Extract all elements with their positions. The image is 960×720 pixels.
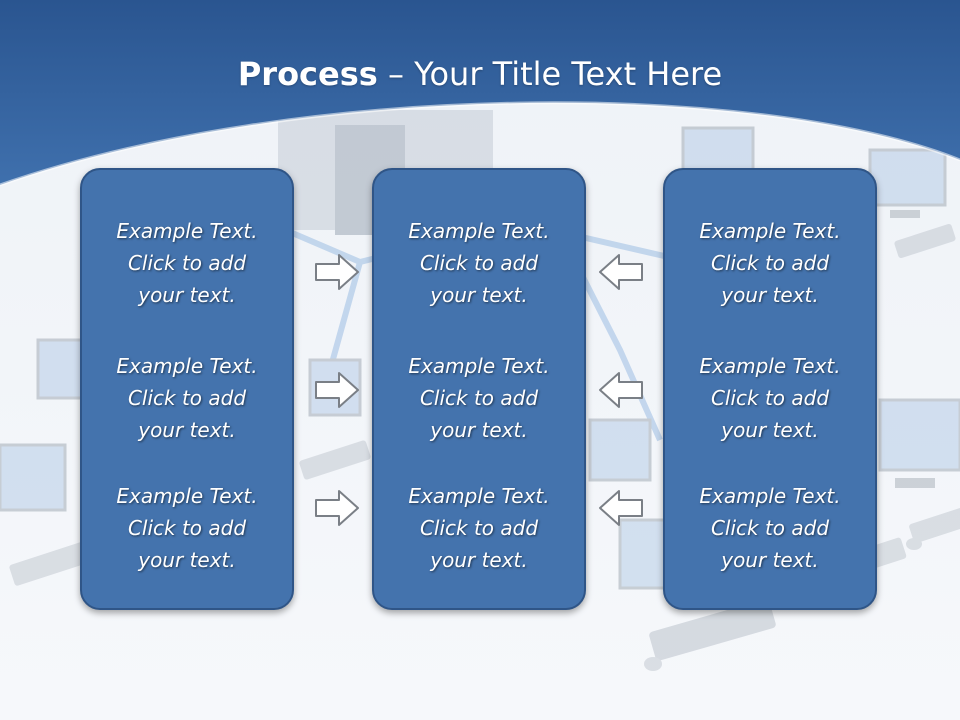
mouse-icon [906,538,922,550]
text-line: your text. [721,418,819,442]
text-line: your text. [721,283,819,307]
process-column-left[interactable]: Example Text. Click to add your text. Ex… [80,168,294,610]
text-block[interactable]: Example Text. Click to add your text. [665,350,875,446]
text-line: Click to add [710,516,830,540]
keyboard-icon [9,540,96,586]
text-block[interactable]: Example Text. Click to add your text. [82,350,292,446]
text-line: Example Text. [408,354,550,378]
text-line: Example Text. [116,219,258,243]
text-line: Click to add [127,386,247,410]
mouse-icon [644,657,662,671]
keyboard-icon [909,506,960,544]
monitor-icon [868,148,947,218]
title-rest: – Your Title Text Here [377,55,723,93]
left-arrow-icon [599,372,643,408]
text-block[interactable]: Example Text. Click to add your text. [665,480,875,576]
keyboard-icon [299,440,371,480]
text-block[interactable]: Example Text. Click to add your text. [82,215,292,311]
keyboard-icon [649,599,776,661]
right-arrow-icon [315,490,359,526]
text-line: Click to add [419,386,539,410]
text-block[interactable]: Example Text. Click to add your text. [374,480,584,576]
text-line: Click to add [127,251,247,275]
text-block[interactable]: Example Text. Click to add your text. [374,215,584,311]
text-line: Example Text. [699,354,841,378]
text-line: Click to add [710,251,830,275]
text-line: Example Text. [408,484,550,508]
text-line: Click to add [419,516,539,540]
text-block[interactable]: Example Text. Click to add your text. [82,480,292,576]
page-title[interactable]: Process – Your Title Text Here [0,52,960,96]
process-column-middle[interactable]: Example Text. Click to add your text. Ex… [372,168,586,610]
title-bold: Process [237,55,378,93]
monitor-icon [588,418,652,482]
text-line: Example Text. [408,219,550,243]
right-arrow-icon [315,254,359,290]
keyboard-icon [894,223,956,259]
text-line: Example Text. [699,219,841,243]
process-column-right[interactable]: Example Text. Click to add your text. Ex… [663,168,877,610]
text-line: your text. [138,548,236,572]
text-line: Click to add [710,386,830,410]
text-line: Example Text. [116,484,258,508]
left-arrow-icon [599,490,643,526]
text-line: your text. [430,548,528,572]
text-line: your text. [138,418,236,442]
text-line: Example Text. [116,354,258,378]
text-block[interactable]: Example Text. Click to add your text. [374,350,584,446]
text-line: your text. [430,283,528,307]
monitor-icon [0,443,67,512]
text-line: Example Text. [699,484,841,508]
left-arrow-icon [599,254,643,290]
monitor-icon [878,398,960,488]
right-arrow-icon [315,372,359,408]
text-line: your text. [721,548,819,572]
text-line: your text. [138,283,236,307]
text-line: Click to add [419,251,539,275]
text-line: your text. [430,418,528,442]
text-line: Click to add [127,516,247,540]
text-block[interactable]: Example Text. Click to add your text. [665,215,875,311]
